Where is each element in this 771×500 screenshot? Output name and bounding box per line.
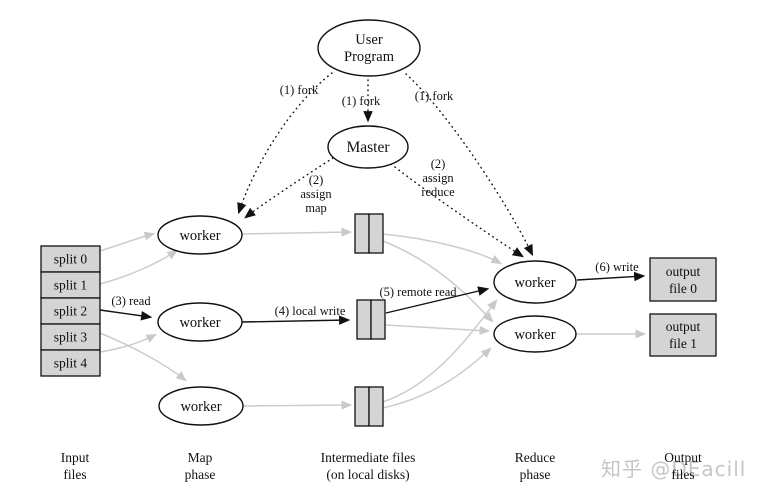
- output-file-0-box: [649, 257, 717, 302]
- output-file-1-line2: file 1: [669, 336, 697, 351]
- split-box-3: [40, 323, 101, 351]
- intermediate-file-1: [354, 213, 384, 254]
- assign-reduce-line2: assign: [422, 171, 454, 185]
- phase-labels: Input files Map phase Intermediate files…: [61, 450, 702, 482]
- edge-worker1-to-intermediate1: [241, 227, 353, 237]
- user-program-ellipse: [317, 19, 421, 77]
- user-program-label-line2: Program: [344, 49, 395, 65]
- remote-read-label: (5) remote read: [379, 285, 457, 299]
- edge-split4-to-worker2: [99, 333, 158, 353]
- assign-map-line1: (2): [309, 173, 324, 187]
- map-worker-2-label: worker: [179, 315, 220, 331]
- phase-intermediate-line1: Intermediate files: [321, 450, 416, 465]
- split-2-label: split 2: [54, 304, 87, 319]
- edge-intermediate1-to-reduce2: [382, 240, 494, 323]
- intermediate-3-bar-b: [368, 386, 384, 427]
- map-worker-3-label: worker: [180, 399, 221, 415]
- read-label: (3) read: [111, 294, 151, 308]
- split-0-label: split 0: [54, 252, 88, 267]
- watermark: 知乎 @DEacill: [601, 457, 746, 481]
- black-edges: [99, 271, 646, 325]
- split-1-label: split 1: [54, 278, 87, 293]
- assign-reduce-line3: reduce: [421, 185, 455, 199]
- reduce-worker-1-label: worker: [514, 275, 555, 291]
- fork-right-label: (1) fork: [415, 89, 454, 103]
- master-label: Master: [346, 139, 390, 156]
- map-worker-3: worker: [158, 386, 244, 426]
- edge-worker3-to-intermediate3: [242, 400, 353, 410]
- phase-output-line2: files: [671, 467, 694, 482]
- map-worker-1-ellipse: [157, 215, 243, 255]
- assign-map-line2: assign: [300, 187, 332, 201]
- gray-edges: [99, 227, 647, 410]
- edge-local-write: [241, 315, 351, 325]
- edge-split3-to-worker3: [99, 332, 187, 382]
- split-4-label: split 4: [54, 356, 88, 371]
- edge-split0-to-worker1: [99, 231, 156, 252]
- edge-write: [576, 271, 646, 282]
- edge-labels: (1) fork (1) fork (1) fork (2) assign ma…: [111, 83, 639, 318]
- phase-input-line1: Input: [61, 450, 90, 465]
- edge-read: [99, 309, 153, 321]
- phase-reduce-line2: phase: [520, 467, 551, 482]
- split-box-4: [40, 349, 101, 377]
- map-worker-1-label: worker: [179, 228, 220, 244]
- phase-intermediate-line2: (on local disks): [326, 467, 409, 482]
- split-3-label: split 3: [54, 330, 88, 345]
- dotted-edges: [237, 72, 534, 258]
- user-program-node: User Program: [317, 19, 421, 77]
- reduce-worker-1-ellipse: [493, 260, 577, 304]
- output-file-1-box: [649, 313, 717, 357]
- output-file-0-line1: output: [666, 264, 701, 279]
- output-file-0-line2: file 0: [669, 281, 697, 296]
- intermediate-3-bar-a: [354, 386, 370, 427]
- user-program-label-line1: User: [355, 32, 383, 48]
- intermediate-2-bar-b: [370, 299, 386, 340]
- edge-intermediate1-to-reduce1: [382, 233, 502, 265]
- master-node: Master: [327, 125, 409, 169]
- edge-intermediate3-to-reduce2: [382, 347, 492, 409]
- master-ellipse: [327, 125, 409, 169]
- reduce-worker-2-ellipse: [493, 315, 577, 353]
- phase-output-line1: Output: [664, 450, 702, 465]
- edge-intermediate2-to-reduce2: [384, 324, 491, 336]
- split-box-1: [40, 271, 101, 299]
- edge-fork-to-worker1: [237, 72, 333, 215]
- phase-map-line2: phase: [185, 467, 216, 482]
- edge-remote-read: [385, 286, 490, 314]
- assign-map-line3: map: [305, 201, 327, 215]
- output-file-0: output file 0: [649, 257, 717, 302]
- reduce-worker-2-label: worker: [514, 327, 555, 343]
- intermediate-2-bar-a: [356, 299, 372, 340]
- edge-split1-to-worker1: [99, 249, 178, 285]
- phase-map-line1: Map: [188, 450, 213, 465]
- edge-assign-reduce: [390, 163, 525, 258]
- intermediate-1-bar-a: [354, 213, 370, 254]
- local-write-label: (4) local write: [275, 304, 346, 318]
- fork-left-label: (1) fork: [280, 83, 319, 97]
- output-file-1-line1: output: [666, 319, 701, 334]
- intermediate-file-2: [356, 299, 386, 340]
- reduce-worker-2: worker: [493, 315, 577, 353]
- output-file-1: output file 1: [649, 313, 717, 357]
- map-worker-3-ellipse: [158, 386, 244, 426]
- intermediate-file-3: [354, 386, 384, 427]
- intermediate-1-bar-b: [368, 213, 384, 254]
- phase-reduce-line1: Reduce: [515, 450, 555, 465]
- edge-intermediate3-to-reduce1: [382, 299, 498, 403]
- reduce-worker-1: worker: [493, 260, 577, 304]
- phase-input-line2: files: [63, 467, 86, 482]
- map-worker-1: worker: [157, 215, 243, 255]
- write-label: (6) write: [595, 260, 639, 274]
- map-worker-2: worker: [157, 302, 243, 342]
- assign-reduce-line1: (2): [431, 157, 446, 171]
- map-worker-2-ellipse: [157, 302, 243, 342]
- split-box-2: [40, 297, 101, 325]
- fork-center-label: (1) fork: [342, 94, 381, 108]
- input-splits: split 0 split 1 split 2 split 3 split 4: [40, 245, 101, 377]
